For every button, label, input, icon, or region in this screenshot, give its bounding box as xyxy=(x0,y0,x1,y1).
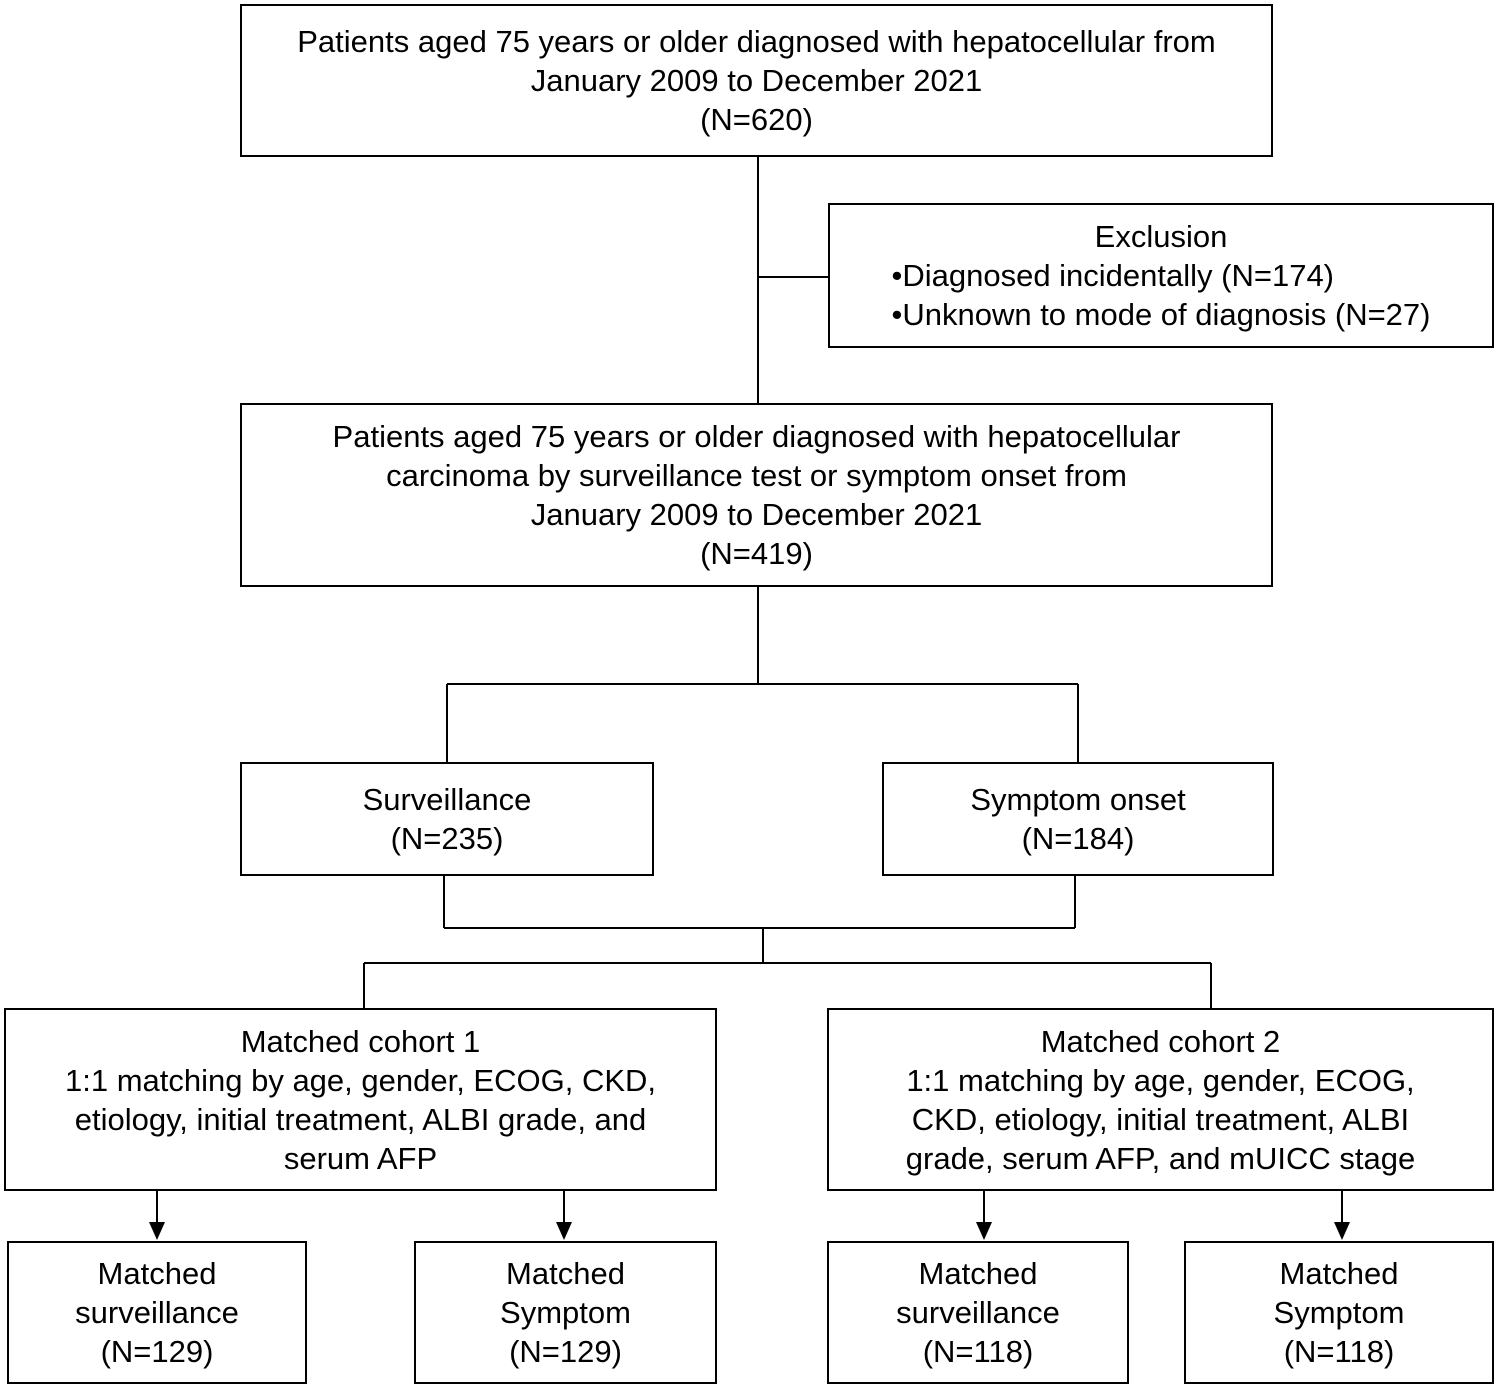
c2-matched-symptom-box: Matched Symptom (N=118) xyxy=(1184,1241,1494,1384)
c1-matched-surveillance-box: Matched surveillance (N=129) xyxy=(7,1241,307,1384)
initial-cohort-box: Patients aged 75 years or older diagnose… xyxy=(240,4,1273,157)
included-cohort-box: Patients aged 75 years or older diagnose… xyxy=(240,403,1273,587)
c2-symptom-count: (N=118) xyxy=(1283,1334,1395,1369)
surveillance-count: (N=235) xyxy=(390,821,504,856)
c1-surveillance-count: (N=129) xyxy=(100,1334,214,1369)
matched-cohort-2-box: Matched cohort 2 1:1 matching by age, ge… xyxy=(827,1008,1494,1191)
cohort-2-criteria-line: grade, serum AFP, and mUICC stage xyxy=(905,1140,1416,1176)
c2-symptom-line-2: Symptom xyxy=(1273,1295,1405,1330)
cohort-2-criteria-line: CKD, etiology, initial treatment, ALBI xyxy=(911,1101,1410,1137)
exclusion-item: •Diagnosed incidentally (N=174) xyxy=(891,258,1335,293)
initial-cohort-line-2: January 2009 to December 2021 xyxy=(530,63,983,98)
cohort-2-title: Matched cohort 2 xyxy=(1040,1023,1281,1059)
included-cohort-line-3: January 2009 to December 2021 xyxy=(530,497,983,532)
c1-symptom-line-2: Symptom xyxy=(500,1295,631,1330)
initial-cohort-count: (N=620) xyxy=(700,102,813,137)
c1-symptom-line-1: Matched xyxy=(506,1256,625,1291)
arrowhead-c1-surveillance xyxy=(149,1222,165,1240)
c2-surveillance-count: (N=118) xyxy=(922,1334,1034,1369)
exclusion-item: •Unknown to mode of diagnosis (N=27) xyxy=(891,297,1431,332)
c1-surveillance-line-1: Matched xyxy=(97,1256,217,1291)
c1-symptom-count: (N=129) xyxy=(509,1334,622,1369)
arrowhead-c1-symptom xyxy=(556,1222,572,1240)
initial-cohort-line-1: Patients aged 75 years or older diagnose… xyxy=(297,24,1216,59)
included-cohort-line-1: Patients aged 75 years or older diagnose… xyxy=(332,419,1181,454)
c1-surveillance-line-2: surveillance xyxy=(75,1295,239,1330)
cohort-1-criteria-line: serum AFP xyxy=(283,1140,438,1176)
exclusion-list: •Diagnosed incidentally (N=174) •Unknown… xyxy=(891,256,1430,334)
symptom-onset-count: (N=184) xyxy=(1021,821,1135,856)
c2-symptom-line-1: Matched xyxy=(1279,1256,1399,1291)
c2-matched-surveillance-box: Matched surveillance (N=118) xyxy=(827,1241,1129,1384)
cohort-2-criteria-line: 1:1 matching by age, gender, ECOG, xyxy=(906,1062,1415,1098)
included-cohort-count: (N=419) xyxy=(700,536,813,571)
exclusion-box: Exclusion •Diagnosed incidentally (N=174… xyxy=(828,203,1494,348)
cohort-1-title: Matched cohort 1 xyxy=(240,1023,481,1059)
matched-cohort-1-box: Matched cohort 1 1:1 matching by age, ge… xyxy=(4,1008,717,1191)
cohort-1-criteria-line: etiology, initial treatment, ALBI grade,… xyxy=(74,1101,647,1137)
exclusion-title: Exclusion xyxy=(1094,219,1228,254)
c2-surveillance-line-1: Matched xyxy=(918,1256,1038,1291)
included-cohort-line-2: carcinoma by surveillance test or sympto… xyxy=(386,458,1127,493)
surveillance-box: Surveillance (N=235) xyxy=(240,762,654,876)
c1-matched-symptom-box: Matched Symptom (N=129) xyxy=(414,1241,717,1384)
symptom-onset-label: Symptom onset xyxy=(970,782,1186,817)
cohort-1-criteria-line: 1:1 matching by age, gender, ECOG, CKD, xyxy=(64,1062,657,1098)
c2-surveillance-line-2: surveillance xyxy=(896,1295,1060,1330)
surveillance-label: Surveillance xyxy=(362,782,532,817)
symptom-onset-box: Symptom onset (N=184) xyxy=(882,762,1274,876)
arrowhead-c2-symptom xyxy=(1334,1222,1350,1240)
arrowhead-c2-surveillance xyxy=(976,1222,992,1240)
